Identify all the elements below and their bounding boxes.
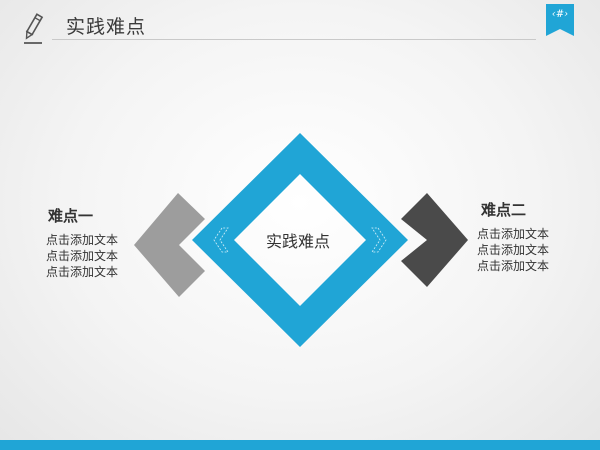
right-chevron (401, 193, 468, 287)
right-arrow-accent (371, 227, 387, 253)
right-point-line: 点击添加文本 (477, 259, 550, 273)
left-point-title: 难点一 (48, 207, 94, 225)
header-divider (52, 39, 536, 40)
right-point-title: 难点二 (481, 201, 527, 219)
page-title: 实践难点 (66, 16, 147, 38)
page-number: ‹#› (551, 9, 569, 20)
left-point-line: 点击添加文本 (46, 265, 119, 279)
right-point-text: 点击添加文本 点击添加文本 点击添加文本 (477, 226, 549, 274)
right-point-line: 点击添加文本 (477, 227, 550, 241)
center-label: 实践难点 (265, 232, 330, 251)
left-chevron (134, 193, 205, 297)
page-number-badge (546, 4, 574, 36)
right-point-line: 点击添加文本 (477, 243, 550, 257)
left-arrow-accent (213, 227, 229, 253)
left-point-line: 点击添加文本 (46, 249, 119, 263)
pencil-icon (24, 13, 44, 44)
left-point-text: 点击添加文本 点击添加文本 点击添加文本 (46, 232, 118, 280)
bottom-accent-bar (0, 440, 600, 450)
center-diamond (192, 133, 408, 347)
left-point-line: 点击添加文本 (46, 233, 119, 247)
